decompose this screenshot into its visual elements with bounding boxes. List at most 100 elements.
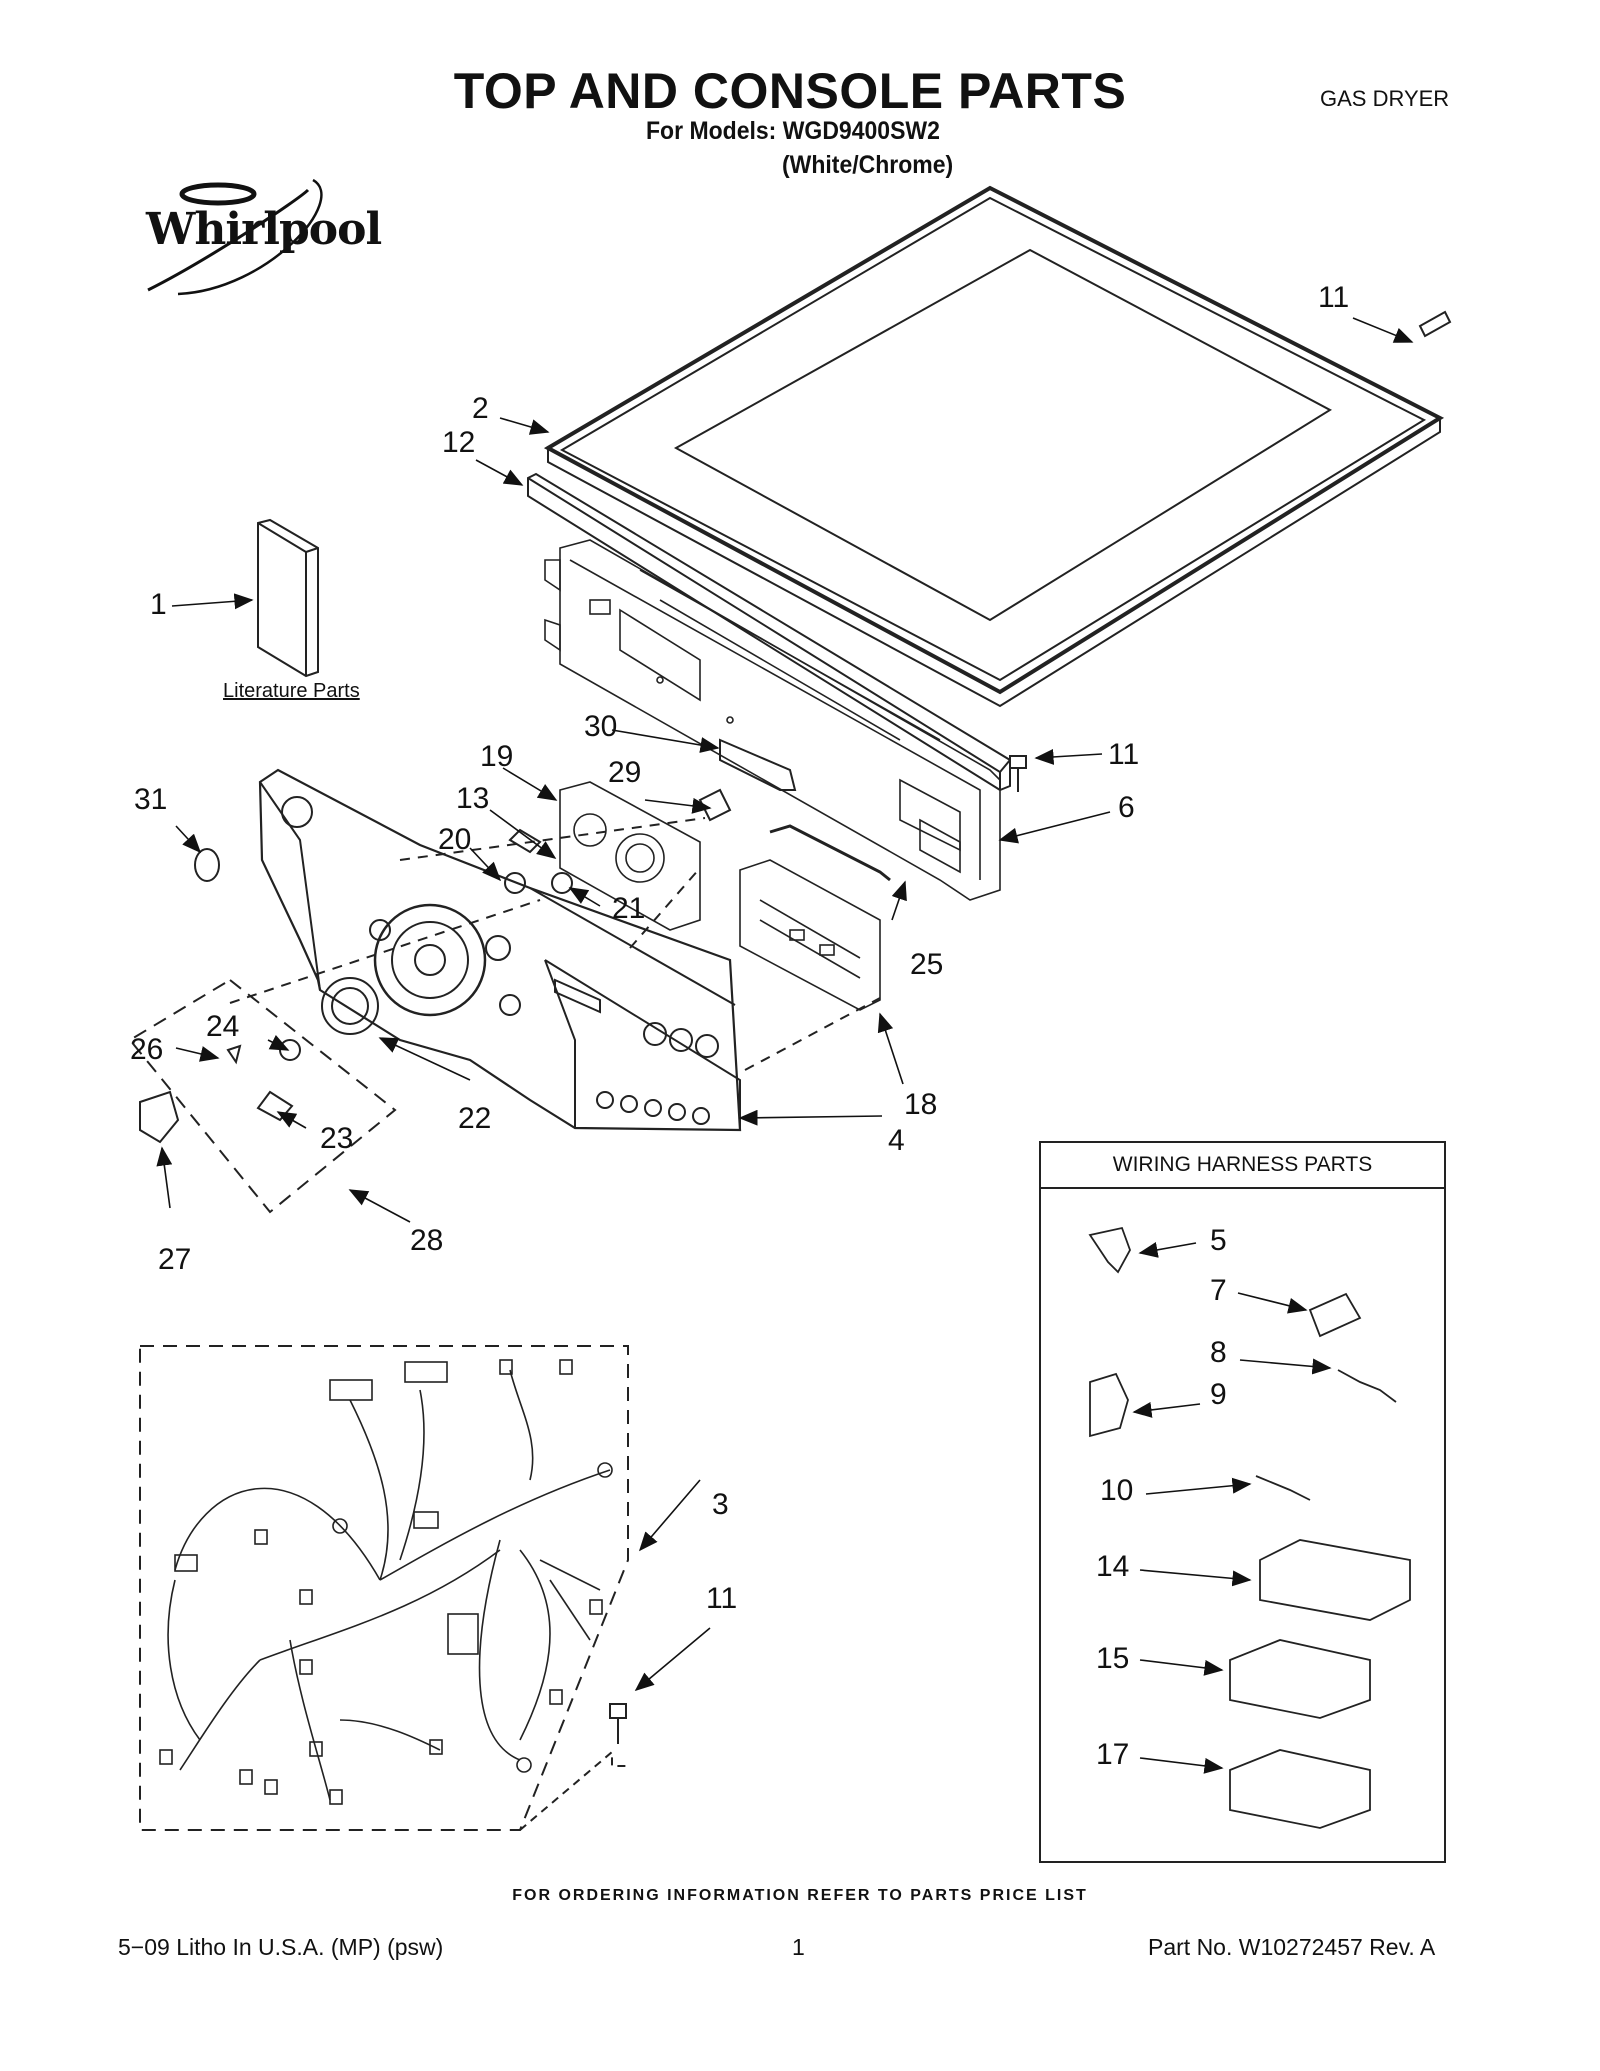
arrow-30	[611, 729, 720, 753]
callout-29: 29	[608, 756, 642, 789]
callout-11-top: 11	[1318, 281, 1350, 314]
screw-part	[609, 310, 1452, 1744]
tie-strap-part	[719, 738, 797, 791]
knob-clip-part	[279, 1039, 301, 1061]
callout-2: 2	[472, 392, 489, 425]
arrow-22	[378, 1037, 471, 1081]
callout-28: 28	[410, 1224, 444, 1257]
arrow-28	[348, 1189, 411, 1223]
arrow-23	[276, 1111, 307, 1129]
callout-31: 31	[134, 783, 168, 816]
wire-clip-part	[698, 788, 732, 822]
callout-25: 25	[910, 948, 944, 981]
callout-6: 6	[1118, 791, 1135, 824]
callout-4: 4	[888, 1124, 905, 1157]
connector-3pin-part	[1308, 1292, 1362, 1338]
encoder-part	[256, 1090, 294, 1122]
page-number: 1	[792, 1934, 805, 1960]
appliance-type: GAS DRYER	[1320, 86, 1450, 111]
connector-housing-part	[1089, 1372, 1129, 1438]
arrow-11-bottom	[634, 1627, 711, 1692]
console-frame-part	[544, 539, 1001, 901]
callout-3: 3	[712, 1488, 729, 1521]
harness-clip-part	[1088, 1226, 1131, 1274]
callout-18: 18	[904, 1088, 938, 1121]
callout-9: 9	[1210, 1378, 1227, 1411]
arrow-11-mid	[1034, 748, 1103, 765]
callout-12: 12	[442, 426, 476, 459]
arrow-6	[998, 811, 1111, 844]
arrow-24	[267, 1034, 290, 1051]
print-info: 5−09 Litho In U.S.A. (MP) (psw)	[118, 1934, 444, 1960]
callout-8: 8	[1210, 1336, 1227, 1369]
arrow-1	[171, 593, 254, 610]
callout-17: 17	[1096, 1738, 1130, 1771]
callout-30: 30	[584, 710, 618, 743]
callout-15: 15	[1096, 1642, 1130, 1675]
top-panel-part	[543, 185, 1445, 708]
arrow-19	[502, 767, 558, 801]
arrow-11-top	[1352, 317, 1414, 343]
callout-22: 22	[458, 1102, 492, 1135]
arrow-8	[1239, 1358, 1332, 1375]
main-wire-harness-part	[159, 1359, 613, 1805]
led-lens-part	[504, 872, 526, 894]
arrow-26	[175, 1046, 220, 1062]
arrow-25	[891, 880, 907, 921]
connector-17-part	[1229, 1749, 1371, 1829]
arrow-10	[1145, 1477, 1252, 1495]
control-knob-part	[139, 1090, 180, 1144]
arrow-20	[469, 847, 502, 882]
knob-ring-part	[321, 977, 379, 1035]
arrow-27	[156, 1146, 173, 1209]
arrow-3	[638, 1479, 701, 1552]
callout-7: 7	[1210, 1274, 1227, 1307]
callout-5: 5	[1210, 1224, 1227, 1257]
literature-booklet-part	[257, 518, 319, 678]
brand-logo: Whirlpool	[146, 204, 382, 255]
arrow-14	[1139, 1569, 1252, 1587]
model-line: For Models: WGD9400SW2	[646, 117, 940, 145]
light-pipe-part	[508, 828, 542, 854]
arrow-13	[489, 809, 557, 859]
arrow-4	[738, 1109, 883, 1126]
arrow-31	[175, 825, 202, 854]
callout-14: 14	[1096, 1550, 1130, 1583]
literature-parts-label: Literature Parts	[223, 680, 360, 702]
callout-11-mid: 11	[1108, 738, 1140, 771]
terminal-part	[1337, 1369, 1397, 1403]
page-title: TOP AND CONSOLE PARTS	[453, 63, 1127, 119]
wiring-harness-parts-art	[1088, 1226, 1411, 1829]
arrow-29	[644, 797, 712, 814]
callout-27: 27	[158, 1243, 192, 1276]
arrow-18	[877, 1012, 904, 1085]
connector-15-part	[1229, 1639, 1371, 1719]
callout-10: 10	[1100, 1474, 1134, 1507]
callout-21: 21	[612, 892, 646, 925]
wiring-harness-parts-title: WIRING HARNESS PARTS	[1041, 1143, 1444, 1189]
spring-part	[226, 1044, 242, 1065]
callout-23: 23	[320, 1122, 354, 1155]
ordering-note: FOR ORDERING INFORMATION REFER TO PARTS …	[512, 1887, 1088, 1904]
callout-26: 26	[130, 1033, 164, 1066]
callout-20: 20	[438, 823, 472, 856]
arrow-7	[1237, 1292, 1308, 1314]
callout-11-bottom: 11	[706, 1582, 738, 1615]
color-line: (White/Chrome)	[782, 151, 954, 179]
button-part	[551, 872, 573, 894]
arrow-5	[1138, 1242, 1197, 1258]
console-housing-part	[258, 768, 742, 1132]
ir-lens-part	[194, 848, 220, 882]
callout-19: 19	[480, 740, 514, 773]
callout-1: 1	[150, 588, 167, 621]
connector-14-part	[1259, 1539, 1411, 1621]
user-interface-board-part	[739, 859, 881, 1011]
arrow-17	[1139, 1757, 1224, 1774]
jumper-harness-part	[769, 824, 891, 882]
arrow-21	[568, 887, 601, 907]
control-board-part	[559, 781, 701, 931]
arrow-12	[475, 459, 524, 486]
callout-24: 24	[206, 1010, 240, 1043]
arrow-9	[1132, 1401, 1201, 1418]
